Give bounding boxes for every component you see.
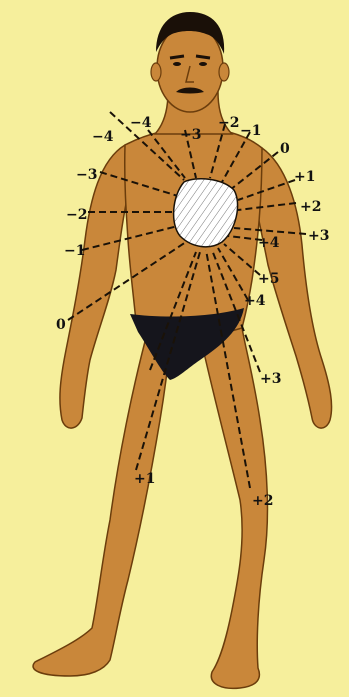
label-m2-left: −2 [66, 208, 87, 222]
label-p2-right: +2 [300, 200, 321, 214]
label-m3-top: −3 [180, 128, 201, 142]
label-p2-leg: +2 [252, 494, 273, 508]
label-m1-top: −1 [240, 124, 261, 138]
label-p3-right: +3 [308, 229, 329, 243]
label-zero-left: 0 [56, 318, 66, 332]
label-p5-chest: +5 [258, 272, 279, 286]
left-leg [33, 330, 170, 676]
heart-zone [174, 179, 238, 247]
label-p3-thigh: +3 [260, 372, 281, 386]
label-m4-top: −4 [130, 116, 151, 130]
label-p4-chest: +4 [258, 236, 279, 250]
label-m1-left: −1 [64, 244, 85, 258]
label-m3-left: −3 [76, 168, 97, 182]
label-m2-top: −2 [218, 116, 239, 130]
label-p1-leg: +1 [134, 472, 155, 486]
label-p4-waist: +4 [244, 294, 265, 308]
label-m4-left: −4 [92, 130, 113, 144]
label-p1-right: +1 [294, 170, 315, 184]
label-zero-right: 0 [280, 142, 290, 156]
